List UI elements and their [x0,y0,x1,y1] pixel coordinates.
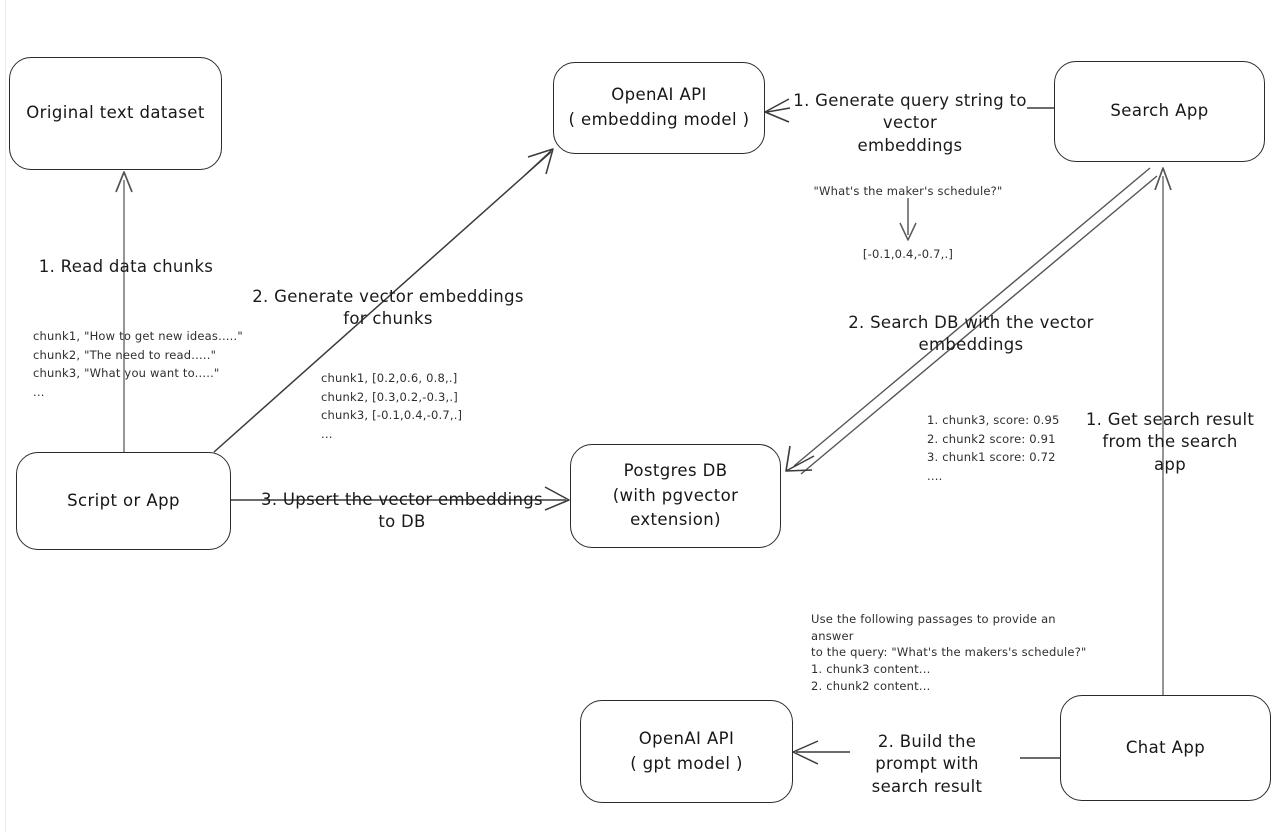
edge-label-search-db: 2. Search DB with the vector embeddings [848,313,1094,355]
node-script-or-app[interactable]: Script or App [16,452,231,550]
node-script-or-app-label: Script or App [67,490,180,510]
annotation-search-scores: 1. chunk3, score: 0.95 2. chunk2 score: … [927,413,1060,483]
edge-label-generate-vector-embeddings: 2. Generate vector embeddings for chunks [252,287,524,329]
annotation-chunk-vectors: chunk1, [0.2,0.6, 0.8,.] chunk2, [0.3,0.… [321,371,463,441]
connector-query-to-vector [899,198,917,241]
node-openai-gpt-api-sublabel: ( gpt model ) [630,753,743,773]
node-openai-embedding-api[interactable]: OpenAI API ( embedding model ) [553,62,765,154]
edge-label-generate-query-embeddings: 1. Generate query string to vector embed… [793,91,1027,155]
node-original-text-dataset-label: Original text dataset [26,103,205,123]
annotation-query-vector: [-0.1,0.4,-0.7,.] [862,247,954,261]
node-original-text-dataset[interactable]: Original text dataset [9,57,222,170]
annotation-prompt-text: Use the following passages to provide an… [811,612,1087,693]
node-chat-app-label: Chat App [1125,737,1206,757]
connector-script-to-dataset [115,171,133,455]
annotation-query-string: "What's the maker's schedule?" [813,184,1003,198]
node-search-app-label: Search App [1110,101,1209,121]
edge-label-get-search-result: 1. Get search result from the search app [1085,410,1255,474]
node-postgres-db-label: Postgres DB [623,460,728,480]
annotation-source-chunks: chunk1, "How to get new ideas....." chun… [33,329,243,399]
node-postgres-db-sublabel: (with pgvector extension) [612,485,739,530]
node-openai-gpt-api[interactable]: OpenAI API ( gpt model ) [580,700,793,803]
node-openai-embedding-api-label: OpenAI API [611,85,707,105]
node-openai-embedding-api-sublabel: ( embedding model ) [568,110,750,129]
page-edge-divider [5,0,6,832]
node-chat-app[interactable]: Chat App [1060,695,1271,801]
node-openai-gpt-api-label: OpenAI API [638,728,735,748]
edge-label-build-prompt: 2. Build the prompt with search result [871,732,983,796]
node-postgres-db[interactable]: Postgres DB (with pgvector extension) [570,444,781,548]
edge-label-upsert-to-db: 3. Upsert the vector embeddings to DB [261,490,543,532]
node-search-app[interactable]: Search App [1054,61,1265,162]
edge-label-read-data-chunks: 1. Read data chunks [38,257,214,276]
